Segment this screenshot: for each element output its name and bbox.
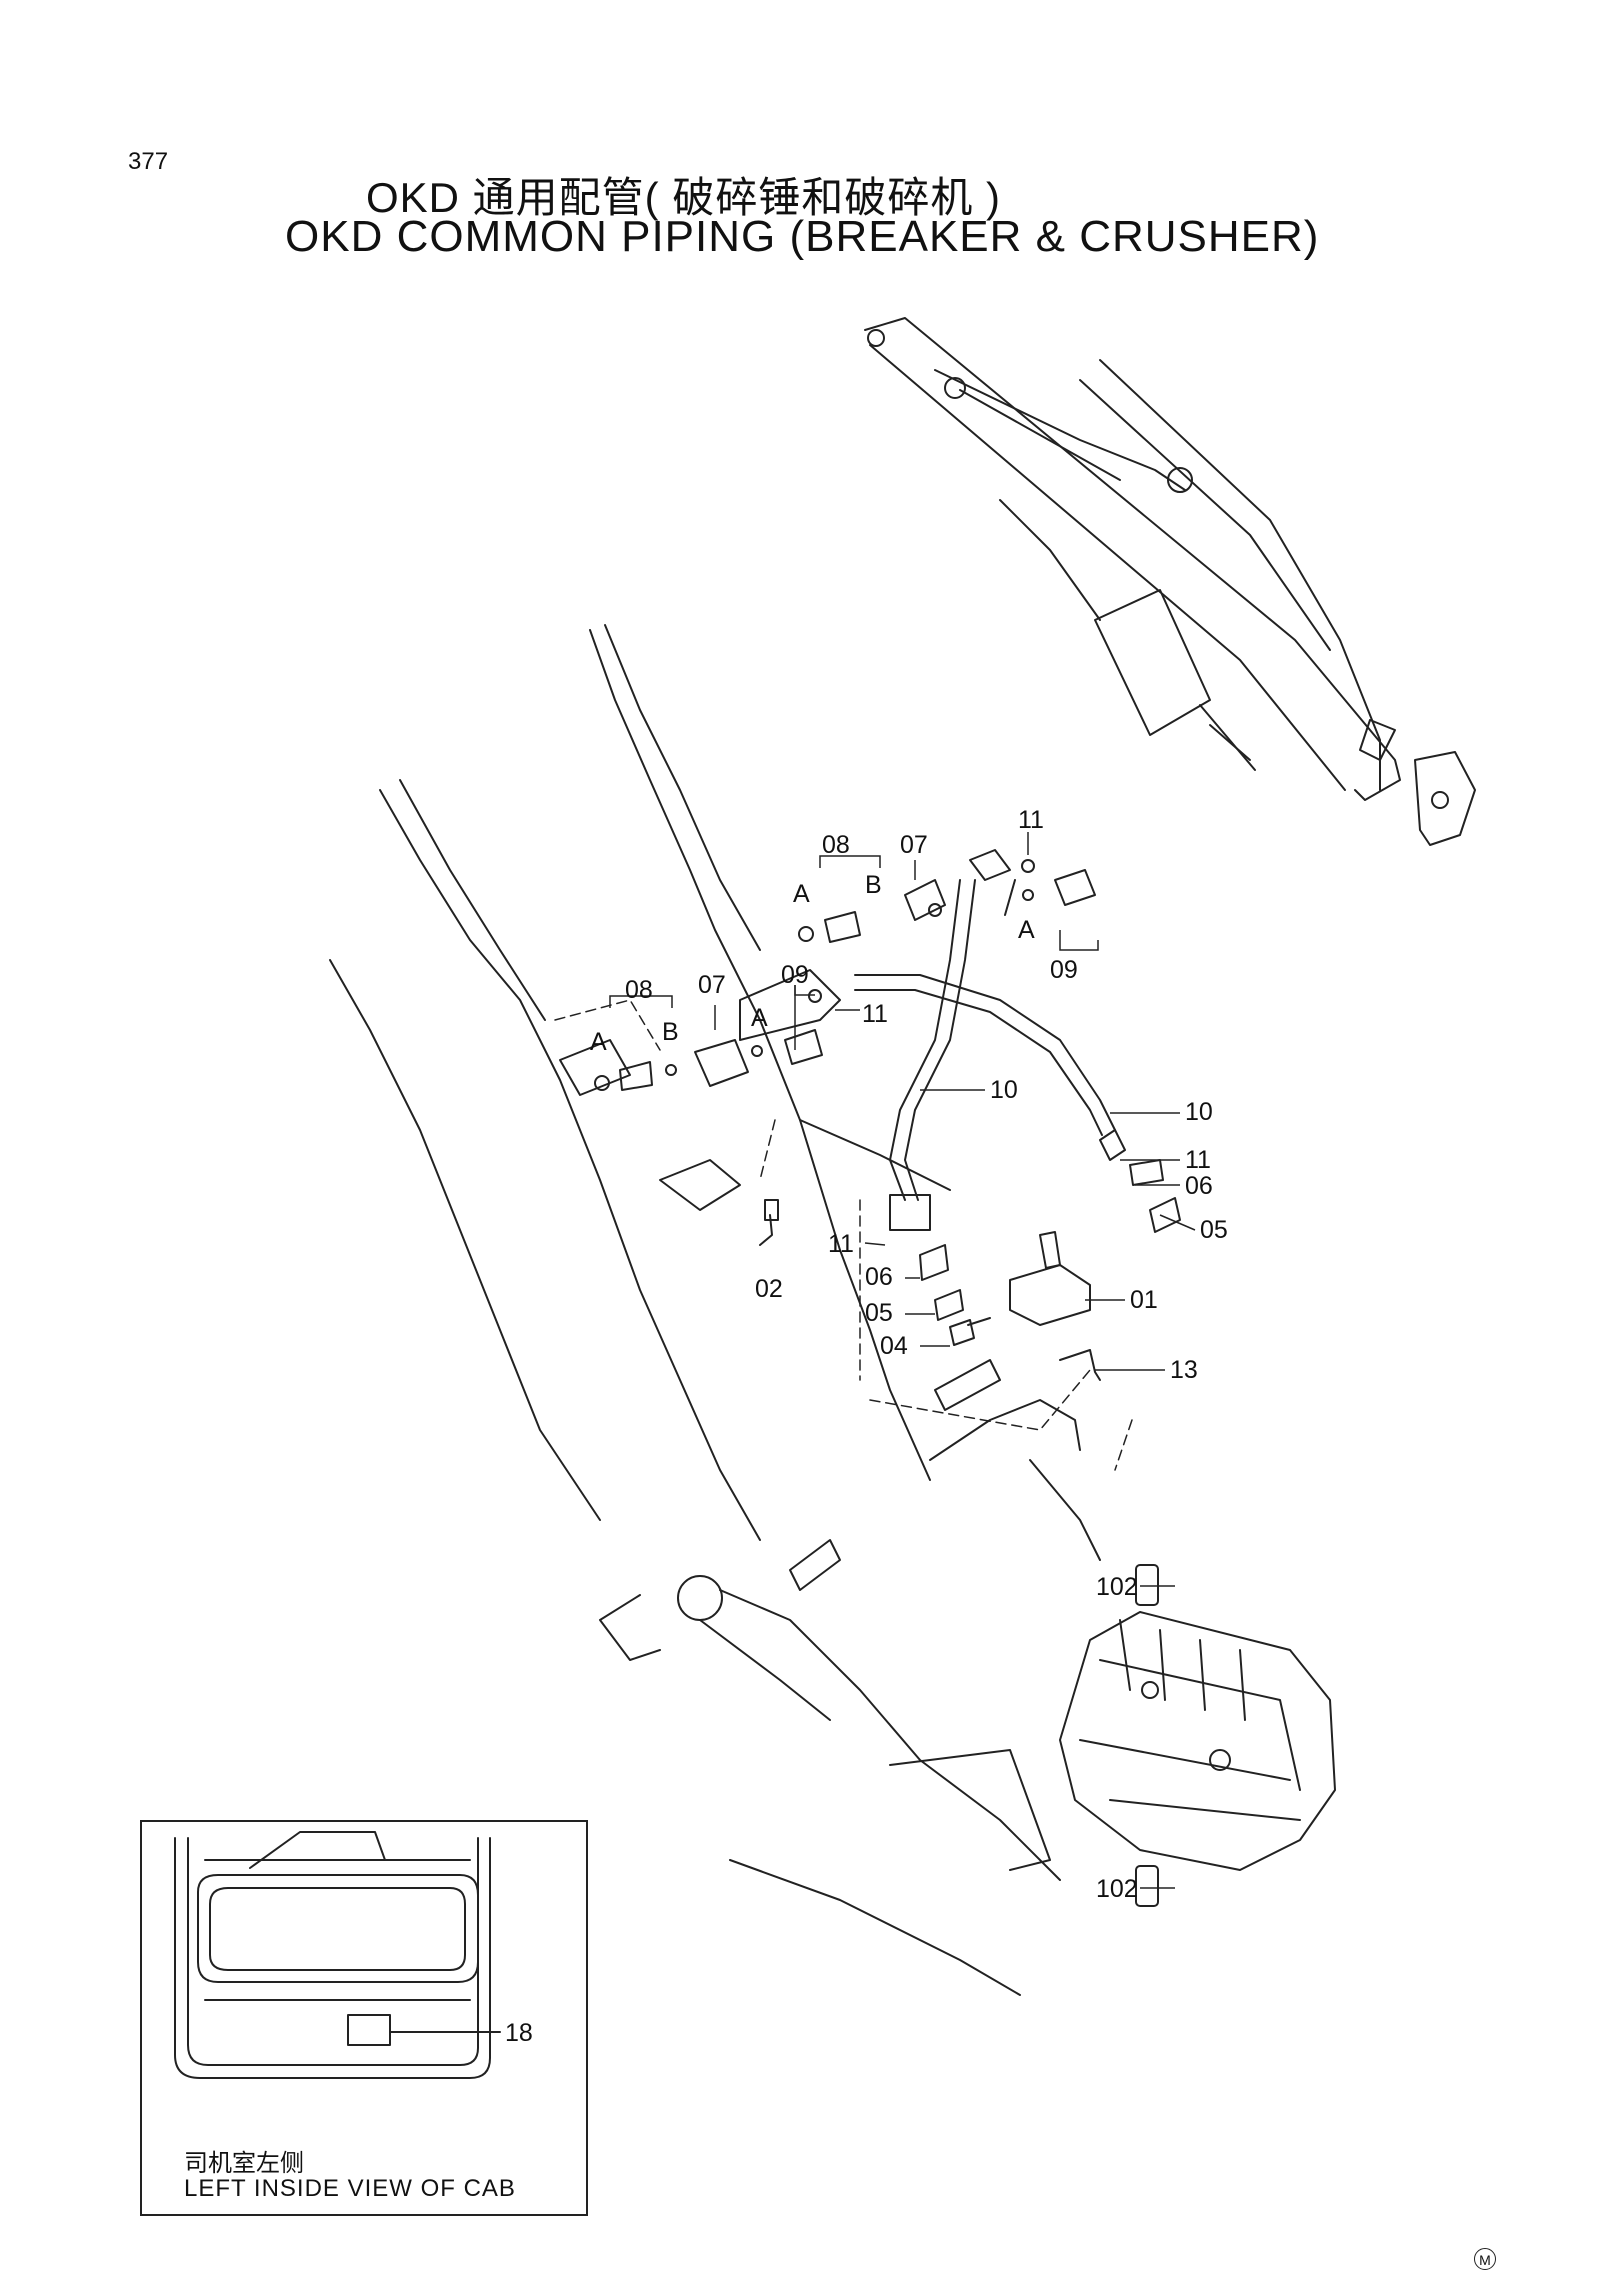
inset-cab-view [140,1820,588,2216]
fittings-and-components [594,859,1181,1381]
callout-102-bottom: 102 [1096,1875,1138,1903]
callout-08-top: 08 [822,831,850,859]
callout-11-mid: 11 [862,1000,888,1028]
callout-10-center: 10 [990,1076,1018,1104]
callout-b-top: B [865,871,882,899]
callout-07-left: 07 [698,971,726,999]
hose-lines [854,849,1126,1231]
callout-04-low: 04 [880,1332,908,1360]
page-number: 377 [128,148,169,175]
control-valve-illustration [1059,1564,1336,1907]
callout-13: 13 [1170,1356,1198,1384]
page-title-english: OKD COMMON PIPING (BREAKER & CRUSHER) [285,212,1320,261]
callout-a-left-mid: A [751,1004,768,1032]
page-title-chinese: OKD 通用配管( 破碎锤和破碎机 ) [366,174,1001,221]
callout-11-right: 11 [1185,1146,1211,1174]
callout-06-right: 06 [1185,1172,1213,1200]
callout-06-low: 06 [865,1263,893,1291]
callout-09-mid: 09 [781,961,809,989]
leader-lines [609,832,1196,1889]
callout-02: 02 [755,1275,783,1303]
callout-09-right: 09 [1050,956,1078,984]
callout-08-left: 08 [625,976,653,1004]
callout-05-right: 05 [1200,1216,1228,1244]
callout-a-top-right: A [1018,916,1035,944]
callout-102-top: 102 [1096,1573,1138,1601]
inset-caption-chinese: 司机室左侧 [184,2150,304,2177]
m-mark-icon: M [1474,2248,1496,2270]
callout-b-left: B [662,1018,679,1046]
callout-a-top: A [793,880,810,908]
callout-11-top: 11 [1018,806,1044,834]
callout-01: 01 [1130,1286,1158,1314]
callout-10-right: 10 [1185,1098,1213,1126]
inset-caption-english: LEFT INSIDE VIEW OF CAB [184,2175,516,2202]
callout-a-left: A [590,1028,607,1056]
callout-07-top: 07 [900,831,928,859]
callout-18: 18 [505,2019,533,2047]
callout-05-low: 05 [865,1299,893,1327]
boom-and-breaker-illustration [864,317,1476,846]
phantom-lines [554,999,1133,1471]
inset-cab-door-drawing [174,1831,501,2079]
cab-frame-outline [329,624,1101,1996]
callout-11-low: 11 [828,1230,854,1258]
